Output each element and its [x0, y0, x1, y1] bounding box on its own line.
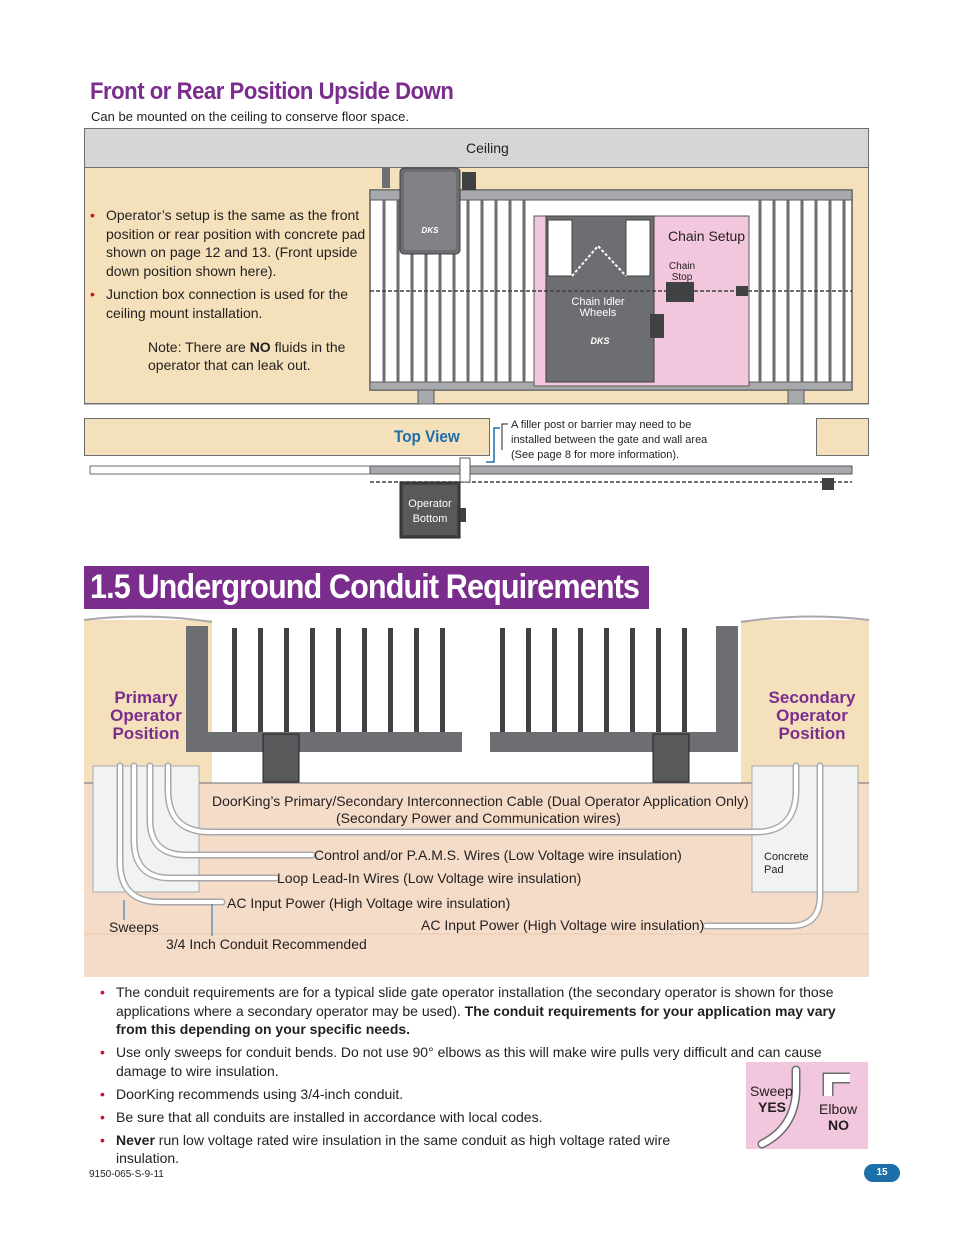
section-subheading: Can be mounted on the ceiling to conserv… — [91, 109, 409, 124]
loop-wires-label: Loop Lead-In Wires (Low Voltage wire ins… — [277, 870, 582, 886]
operator-logo: DKS — [421, 226, 439, 235]
ceiling-label: Ceiling — [466, 140, 509, 156]
note-bold: NO — [249, 339, 271, 355]
main-heading: 1.5 Underground Conduit Requirements — [84, 566, 649, 609]
note-bold-text: Never — [116, 1131, 155, 1148]
interconnect-label: DoorKing’s Primary/Secondary Interconnec… — [212, 793, 749, 809]
setup-bullets: Operator’s setup is the same as the fron… — [90, 206, 375, 327]
conduit-note: Be sure that all conduits are installed … — [100, 1108, 736, 1127]
conduit-note: DoorKing recommends using 3/4-inch condu… — [100, 1085, 736, 1104]
fluids-note: Note: There are NO fluids in the operato… — [148, 338, 378, 374]
primary-operator-label: Primary Operator Position — [110, 688, 182, 743]
top-view-label: Top View — [394, 427, 460, 446]
ceiling-band — [84, 128, 869, 168]
page-number: 15 — [864, 1164, 900, 1182]
top-view-wall-right — [816, 418, 869, 456]
conduit-note: Use only sweeps for conduit bends. Do no… — [100, 1043, 850, 1080]
operator-logo: DKS — [590, 336, 610, 346]
sweeps-label: Sweeps — [109, 919, 159, 935]
chain-setup-label: Chain Setup — [668, 228, 746, 244]
note-suffix: fluids in the operator that can leak out… — [148, 339, 346, 373]
ac-power-left-label: AC Input Power (High Voltage wire insula… — [227, 895, 511, 911]
document-code: 9150-065-S-9-11 — [89, 1169, 164, 1180]
setup-bullet: Operator’s setup is the same as the fron… — [90, 206, 375, 280]
note-text: The conduit requirements are for a typic… — [116, 984, 834, 1019]
control-wires-label: Control and/or P.A.M.S. Wires (Low Volta… — [314, 847, 682, 863]
interconnect-sublabel: (Secondary Power and Communication wires… — [336, 810, 621, 826]
operator-bottom-label: Operator Bottom — [408, 498, 452, 525]
filler-post-note: A filler post or barrier may need to be … — [511, 419, 708, 461]
top-view-wall — [84, 418, 490, 456]
sweep-elbow-icons — [757, 1065, 850, 1149]
setup-bullet: Junction box connection is used for the … — [90, 285, 375, 322]
elbow-label: Elbow — [819, 1101, 858, 1117]
ac-power-right-label: AC Input Power (High Voltage wire insula… — [421, 917, 705, 933]
sweep-label: Sweep — [750, 1083, 793, 1099]
conduit-diagram — [83, 615, 870, 977]
concrete-pad-label: Concrete Pad — [764, 851, 809, 876]
note-text: run low voltage rated wire insulation in… — [116, 1131, 671, 1167]
section-heading: Front or Rear Position Upside Down — [90, 78, 454, 105]
ceiling-mount-diagram — [84, 167, 869, 539]
main-heading-text: 1.5 Underground Conduit Requirements — [90, 568, 640, 606]
chain-idler-label: Chain Idler Wheels — [571, 296, 625, 319]
conduit-recommended-label: 3/4 Inch Conduit Recommended — [166, 936, 367, 952]
note-bold-text: The conduit requirements for your applic… — [116, 1002, 836, 1038]
conduit-note: Never run low voltage rated wire insulat… — [100, 1131, 736, 1168]
chain-stop-label: Chain Stop — [668, 261, 696, 283]
sweep-yes: YES — [758, 1099, 787, 1115]
note-prefix: Note: There are — [148, 339, 250, 355]
secondary-operator-label: Secondary Operator Position — [768, 688, 856, 743]
conduit-note: The conduit requirements are for a typic… — [100, 983, 850, 1039]
conduit-notes: The conduit requirements are for a typic… — [100, 983, 850, 1172]
elbow-no: NO — [828, 1117, 849, 1133]
